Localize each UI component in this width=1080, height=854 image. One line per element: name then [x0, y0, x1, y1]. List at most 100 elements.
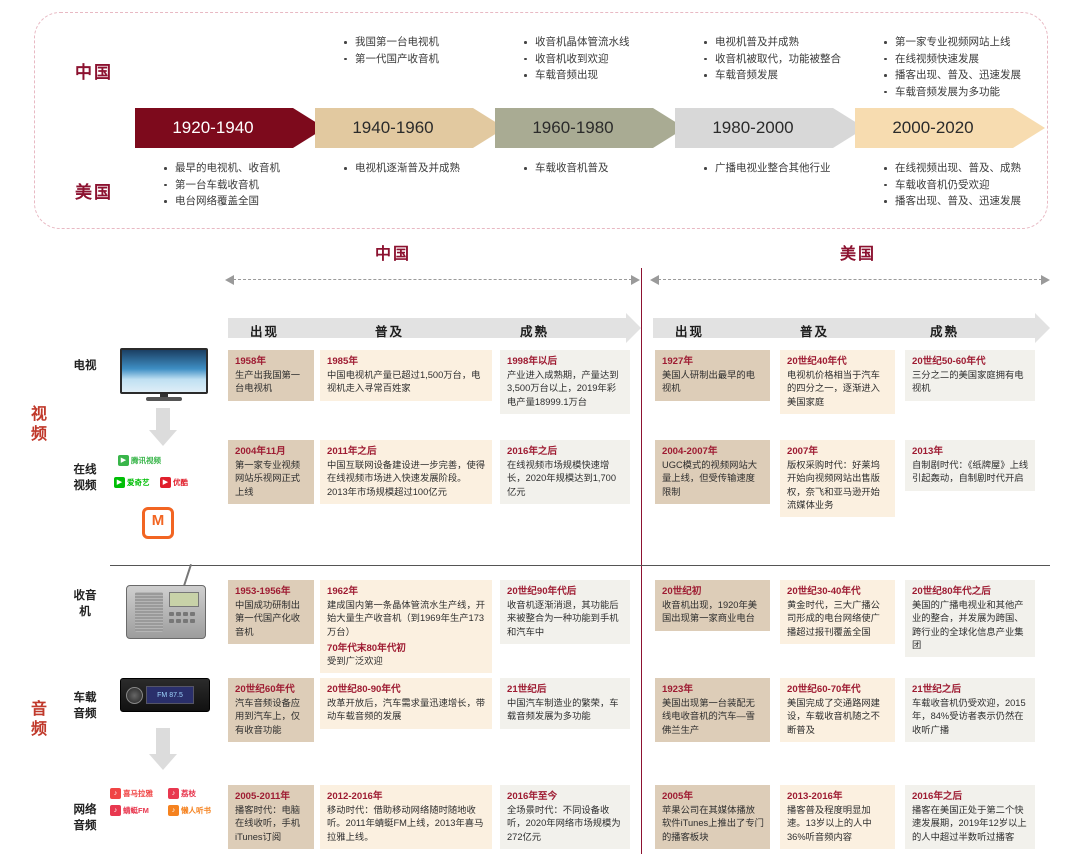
- tl-us-bullets-group-2: 车载收音机普及: [522, 161, 609, 178]
- tv-screen: [120, 348, 208, 394]
- cell-heading: 20世纪80-90年代: [327, 684, 401, 695]
- radio-button: [183, 612, 188, 616]
- radio-button: [176, 612, 181, 616]
- cell-heading: 1985年: [327, 356, 358, 367]
- usa-span-axis: [650, 275, 1050, 285]
- cell-usa-网络音频-成熟: 2016年之后播客在美国正处于第二个快速发展期，2019年12岁以上的人中超过半…: [905, 785, 1035, 849]
- china-phase-bar: [228, 313, 641, 343]
- cell-heading: 1998年以后: [507, 356, 558, 367]
- cell-heading: 1962年: [327, 586, 358, 597]
- logo-label: 爱奇艺: [127, 478, 150, 487]
- cell-china-电视-成熟: 1998年以后产业进入成熟期，产量达到3,500万台以上，2019年彩电产量18…: [500, 350, 630, 414]
- timeline-bullet: 车载音频出现: [524, 68, 630, 84]
- timeline-bullet: 最早的电视机、收音机: [164, 161, 280, 177]
- logo-mark: ♪: [110, 788, 121, 799]
- tv-stand: [160, 394, 168, 399]
- cell-china-在线视频-普及: 2011年之后中国互联网设备建设进一步完善，使得在线视频市场进入快速发展阶段。2…: [320, 440, 492, 504]
- cell-heading: 2016年之后: [912, 791, 963, 802]
- car-display: FM 87.5: [146, 686, 194, 704]
- car-audio-thumbnail: FM 87.5: [120, 678, 212, 718]
- cell-china-电视-出现: 1958年生产出我国第一台电视机: [228, 350, 314, 401]
- logo-mark: ♪: [168, 805, 179, 816]
- phase-label-china-普及: 普及: [375, 325, 405, 339]
- car-stereo-body: FM 87.5: [120, 678, 210, 712]
- cell-china-电视-普及: 1985年中国电视机产量已超过1,500万台，电视机走入寻常百姓家: [320, 350, 492, 401]
- timeline-bullet: 车载收音机仍受欢迎: [884, 178, 1021, 194]
- timeline-bullet: 电台网络覆盖全国: [164, 194, 280, 210]
- cell-heading: 20世纪40年代: [787, 356, 847, 367]
- tl-cn-bullets-group-4: 第一家专业视频网站上线在线视频快速发展播客出现、普及、迅速发展车载音频发展为多功…: [882, 35, 1021, 101]
- timeline-bullet: 我国第一台电视机: [344, 35, 439, 51]
- tl-cn-bullets-group-2: 收音机晶体管流水线收音机收到欢迎车载音频出现: [522, 35, 630, 85]
- cell-china-车载音频-成熟: 21世纪后中国汽车制造业的繁荣，车载音频发展为多功能: [500, 678, 630, 729]
- audio-app-logos: ♪喜马拉雅♪荔枝♪蜻蜓FM♪懒人听书: [110, 788, 220, 828]
- timeline-bullet: 电视机普及并成熟: [704, 35, 841, 51]
- cell-china-车载音频-普及: 20世纪80-90年代改革开放后，汽车需求量迅速增长，带动车载音频的发展: [320, 678, 492, 729]
- timeline-period-2000-2020: 2000-2020: [855, 108, 1045, 148]
- logo-芒果TV: M: [142, 507, 174, 539]
- timeline-bullet: 收音机晶体管流水线: [524, 35, 630, 51]
- cell-heading: 21世纪之后: [912, 684, 962, 695]
- logo-蜻蜓FM: ♪蜻蜓FM: [110, 805, 149, 816]
- cell-heading: 21世纪后: [507, 684, 547, 695]
- logo-label: 优酷: [173, 478, 188, 487]
- timeline-period-label: 1960-1980: [532, 118, 614, 137]
- cell-heading: 1958年: [235, 356, 266, 367]
- arrow-stem: [156, 728, 170, 756]
- timeline-period-label: 2000-2020: [892, 118, 974, 137]
- group-label-audio: 音频: [30, 701, 47, 738]
- radio-button: [169, 612, 174, 616]
- arrow-stem: [156, 408, 170, 432]
- row-label-电视: 电视: [73, 360, 97, 372]
- matrix-region-usa: 美国: [840, 246, 877, 263]
- timeline-bullet: 收音机收到欢迎: [524, 52, 630, 68]
- cell-heading: 1953-1956年: [235, 586, 291, 597]
- timeline-bullet: 第一代国产收音机: [344, 52, 439, 68]
- timeline-bullet: 在线视频快速发展: [884, 52, 1021, 68]
- logo-喜马拉雅: ♪喜马拉雅: [110, 788, 153, 799]
- logo-label: 腾讯视频: [131, 456, 161, 465]
- logo-mark: ▶: [118, 455, 129, 466]
- logo-label: 喜马拉雅: [123, 789, 153, 798]
- cell-china-在线视频-出现: 2004年11月第一家专业视频网站乐视网正式上线: [228, 440, 314, 504]
- phase-label-china-出现: 出现: [250, 325, 280, 339]
- flow-arrow-down: [148, 408, 178, 446]
- cell-china-收音机-成熟: 20世纪90年代后收音机逐渐消退，其功能后来被整合为一种功能到手机和汽车中: [500, 580, 630, 644]
- logo-label: 蜻蜓FM: [123, 806, 149, 815]
- radio-display: [169, 592, 199, 607]
- cell-heading: 1927年: [662, 356, 693, 367]
- volume-knob: [126, 687, 143, 704]
- arrow-head: [149, 430, 177, 446]
- cell-china-收音机-普及: 1962年建成国内第一条晶体管流水生产线，开始大量生产收音机（到1969年生产1…: [320, 580, 492, 674]
- timeline-bullet: 第一家专业视频网站上线: [884, 35, 1021, 51]
- timeline-period-1980-2000: 1980-2000: [675, 108, 865, 148]
- cell-usa-车载音频-出现: 1923年美国出现第一台装配无线电收音机的汽车—雪佛兰生产: [655, 678, 770, 742]
- flow-arrow-down-2: [148, 728, 178, 772]
- cell-china-车载音频-出现: 20世纪60年代汽车音频设备应用到汽车上，仅有收音功能: [228, 678, 314, 742]
- timeline-bullet: 广播电视业整合其他行业: [704, 161, 831, 177]
- comparison-matrix: 中国 美国 出现普及成熟出现普及成熟 视频 音频 电视在线视频收音机车载音频网络…: [0, 240, 1080, 854]
- timeline-usa-label: 美国: [75, 183, 113, 202]
- cell-china-网络音频-成熟: 2016年至今全场景时代：不同设备收听，2020年网络市场规模为272亿元: [500, 785, 630, 849]
- cell-heading-secondary: 70年代末80年代初: [327, 642, 406, 654]
- cell-heading: 2007年: [787, 446, 818, 457]
- usa-phase-bar: [653, 313, 1050, 343]
- cell-heading: 20世纪80年代之后: [912, 586, 991, 597]
- tv-thumbnail: [120, 348, 208, 401]
- cell-heading: 2004-2007年: [662, 446, 718, 457]
- timeline-china-label: 中国: [75, 63, 113, 82]
- timeline-bullet: 收音机被取代，功能被整合: [704, 52, 841, 68]
- cell-heading: 20世纪90年代后: [507, 586, 577, 597]
- logo-懒人听书: ♪懒人听书: [168, 805, 211, 816]
- tl-cn-bullets-group-1: 我国第一台电视机第一代国产收音机: [342, 35, 439, 68]
- group-label-video: 视频: [30, 406, 47, 443]
- tl-us-bullets-group-1: 电视机逐渐普及并成熟: [342, 161, 460, 178]
- cell-china-收音机-出现: 1953-1956年中国成功研制出第一代国产化收音机: [228, 580, 314, 644]
- cell-heading: 2011年之后: [327, 446, 377, 457]
- cell-heading: 20世纪60-70年代: [787, 684, 861, 695]
- cell-usa-电视-出现: 1927年美国人研制出最早的电视机: [655, 350, 770, 401]
- logo-优酷: ▶优酷: [160, 477, 188, 488]
